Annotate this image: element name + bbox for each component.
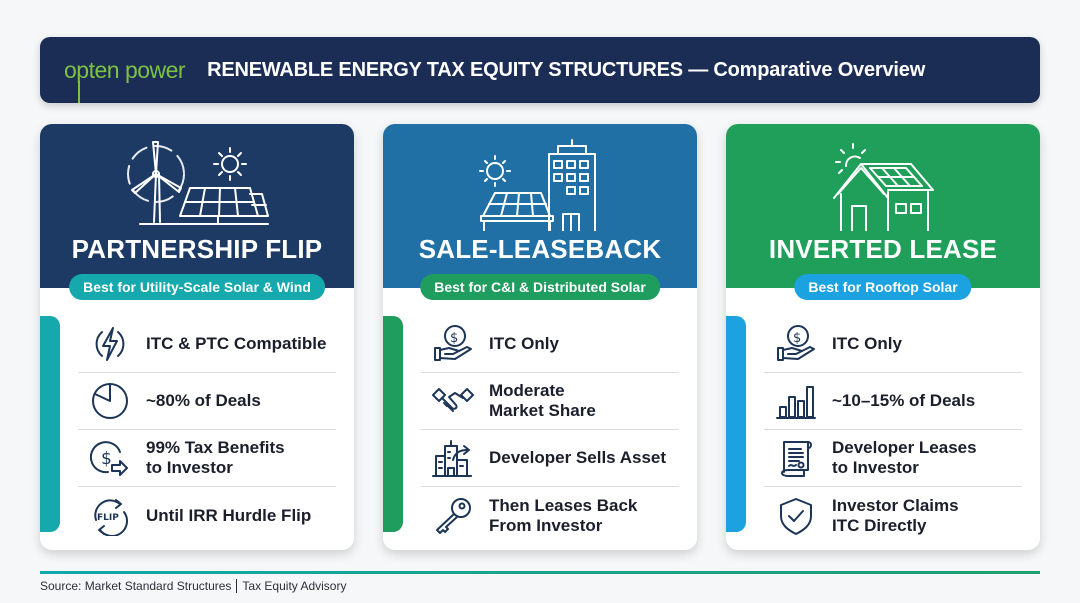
page-title: RENEWABLE ENERGY TAX EQUITY STRUCTURES —… <box>207 58 926 81</box>
solar-house-icon <box>726 136 1040 231</box>
svg-text:$: $ <box>101 449 112 469</box>
building-arrow-icon <box>432 440 472 477</box>
card-title: INVERTED LEASE <box>768 234 998 264</box>
source-advisory-text: Tax Equity Advisory <box>242 579 347 593</box>
shield-check-icon <box>780 497 812 535</box>
list-item: Developer Sells Asset <box>421 430 679 487</box>
opten-power-logo: opten power <box>64 56 186 103</box>
list-item: ~10–15% of Deals <box>764 373 1022 430</box>
svg-text:FLIP: FLIP <box>97 513 119 523</box>
best-for-badge: Best for Rooftop Solar <box>794 274 972 300</box>
card-title: PARTNERSHIP FLIP <box>71 234 323 264</box>
dollar-transfer-icon: $ <box>89 441 128 476</box>
handshake-icon <box>432 388 474 412</box>
contract-scroll-icon <box>781 441 812 477</box>
pie-chart-icon <box>92 383 128 419</box>
list-item: FLIP Until IRR Hurdle Flip <box>78 487 336 544</box>
logo-stem-mark <box>78 80 80 103</box>
flip-cycle-icon: FLIP <box>94 498 128 536</box>
source-note: Source: Market Standard Structures Tax E… <box>40 579 346 593</box>
best-for-badge: Best for Utility-Scale Solar & Wind <box>69 274 325 300</box>
accent-bar <box>383 316 403 532</box>
card-header: SALE-LEASEBACK <box>383 124 697 288</box>
title-banner: opten power RENEWABLE ENERGY TAX EQUITY … <box>40 37 1040 103</box>
svg-text:$: $ <box>450 331 458 346</box>
list-item: Investor Claims ITC Directly <box>764 487 1022 544</box>
wind-turbine-solar-panel-icon <box>40 136 354 231</box>
source-text: Source: Market Standard Structures <box>40 579 232 593</box>
list-item: ~80% of Deals <box>78 373 336 430</box>
card-header: PARTNERSHIP FLIP <box>40 124 354 288</box>
solar-building-icon <box>383 136 697 231</box>
card-header: INVERTED LEASE <box>726 124 1040 288</box>
hand-dollar-icon: $ <box>777 325 815 361</box>
hand-dollar-icon: $ <box>434 325 472 361</box>
list-item: Moderate Market Share <box>421 373 679 430</box>
list-item: ITC & PTC Compatible <box>78 316 336 373</box>
list-item: Developer Leases to Investor <box>764 430 1022 487</box>
card-sale-leaseback: SALE-LEASEBACK Best for C&I & Distribute… <box>383 124 697 550</box>
list-item: $ ITC Only <box>421 316 679 373</box>
best-for-badge: Best for C&I & Distributed Solar <box>420 274 660 300</box>
feature-list: $ ITC Only ~10–15% of Deals Developer <box>764 316 1022 544</box>
logo-text: opten power <box>64 56 186 83</box>
source-separator <box>236 579 238 593</box>
list-item: Then Leases Back From Investor <box>421 487 679 544</box>
feature-list: $ ITC Only Moderate Market Share <box>421 316 679 544</box>
card-inverted-lease: INVERTED LEASE Best for Rooftop Solar $ … <box>726 124 1040 550</box>
feature-list: ITC & PTC Compatible ~80% of Deals $ 99%… <box>78 316 336 544</box>
accent-bar <box>40 316 60 532</box>
list-item: $ 99% Tax Benefits to Investor <box>78 430 336 487</box>
footer-divider <box>40 571 1040 574</box>
card-partnership-flip: PARTNERSHIP FLIP Best for Utility-Scale … <box>40 124 354 550</box>
key-icon <box>436 497 471 534</box>
card-title: SALE-LEASEBACK <box>418 234 662 264</box>
list-item: $ ITC Only <box>764 316 1022 373</box>
lightning-circle-icon <box>95 327 125 361</box>
accent-bar <box>726 316 746 532</box>
svg-text:$: $ <box>793 331 801 346</box>
bar-chart-icon <box>776 386 816 419</box>
